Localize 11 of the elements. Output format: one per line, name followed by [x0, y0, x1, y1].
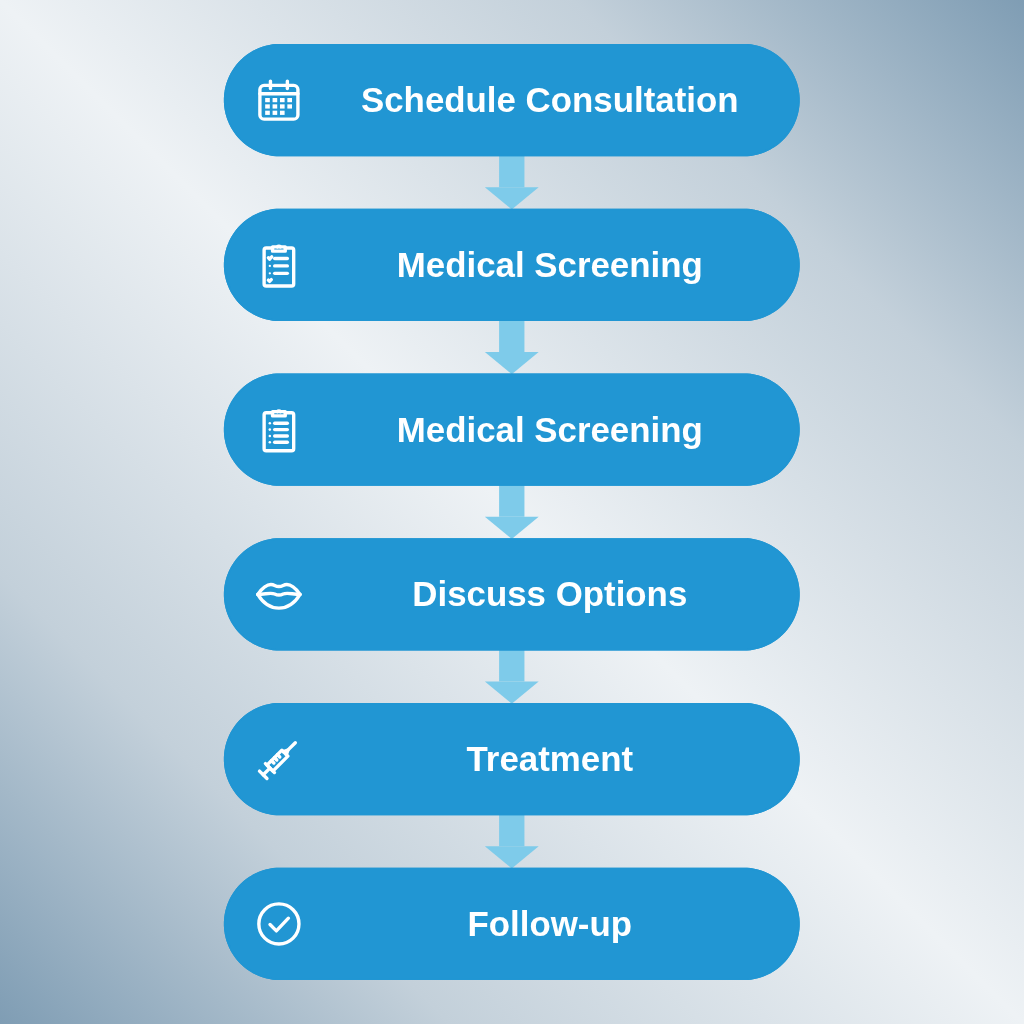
arrow: [485, 155, 539, 210]
arrow: [485, 649, 539, 704]
arrow: [485, 485, 539, 539]
arrow: [485, 320, 539, 375]
step-label: Discuss Options: [412, 574, 688, 615]
step-label: Medical Screening: [397, 245, 704, 285]
step-label: Schedule Consultation: [361, 80, 739, 120]
step-label: Follow-up: [467, 904, 633, 944]
arrow: [485, 814, 539, 869]
step-label: Medical Screening: [397, 409, 704, 450]
step-label: Treatment: [466, 739, 634, 779]
